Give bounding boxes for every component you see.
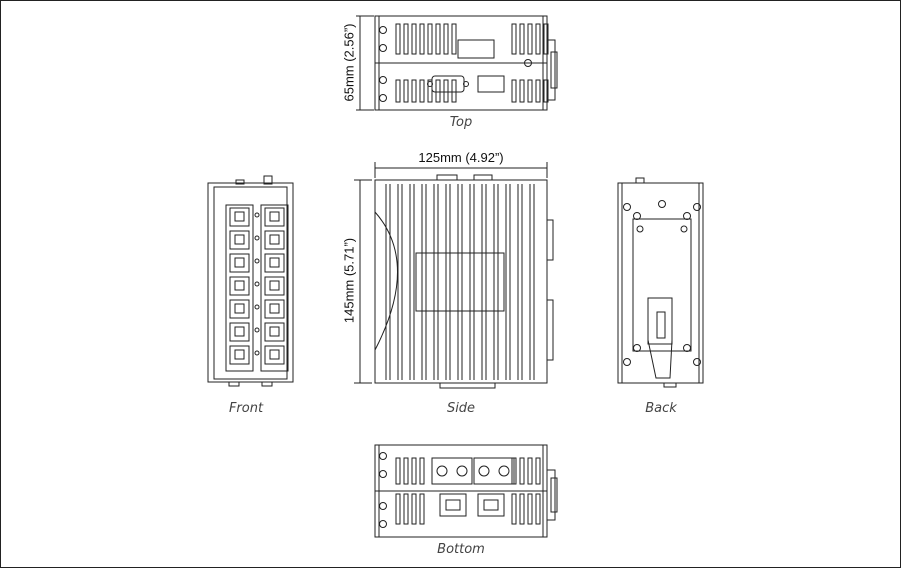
dim-label-125mm: 125mm (4.92”) [418, 150, 504, 165]
vent-slot [427, 23, 433, 55]
vent-slot [395, 23, 401, 55]
rj45-port [264, 230, 285, 250]
rj45-port [229, 345, 250, 365]
vent-slot [511, 457, 517, 485]
vent-slot [519, 79, 525, 103]
vent-slot [411, 457, 417, 485]
dim-label-65mm: 65mm (2.56”) [341, 23, 357, 102]
led-indicator [254, 304, 260, 310]
led-indicator [254, 212, 260, 218]
view-label-side: Side [446, 401, 476, 416]
rj45-port-inner [234, 349, 245, 360]
vent-slot [527, 493, 533, 525]
rj45-port [229, 322, 250, 342]
rj45-port-inner [234, 234, 245, 245]
vent-slot [411, 23, 417, 55]
view-label-back: Back [645, 401, 677, 416]
view-label-front: Front [228, 401, 264, 416]
vent-slot [535, 457, 541, 485]
rj45-port [264, 345, 285, 365]
vent-slot [395, 79, 401, 103]
vent-slot [543, 79, 549, 103]
led-indicator [254, 281, 260, 287]
rj45-port-inner [234, 280, 245, 291]
rj45-port [264, 299, 285, 319]
rj45-port-inner [234, 257, 245, 268]
vent-slot [451, 79, 457, 103]
dim-label-145mm: 145mm (5.71”) [341, 237, 357, 324]
rj45-port [264, 322, 285, 342]
rj45-port [229, 207, 250, 227]
vent-slot [419, 457, 425, 485]
vent-slot [527, 457, 533, 485]
rj45-port [264, 207, 285, 227]
vent-slot [543, 23, 549, 55]
rj45-port [229, 230, 250, 250]
vent-slot [411, 493, 417, 525]
rj45-port [229, 299, 250, 319]
led-indicator [254, 235, 260, 241]
vent-slot [435, 79, 441, 103]
vent-slot [443, 79, 449, 103]
rj45-port [229, 276, 250, 296]
vent-slot [535, 493, 541, 525]
vent-slot [395, 457, 401, 485]
top-view [374, 15, 558, 111]
rj45-port [229, 253, 250, 273]
led-indicator [254, 258, 260, 264]
vent-slot [403, 79, 409, 103]
vent-slot [519, 493, 525, 525]
vent-slot [519, 457, 525, 485]
bottom-view [374, 444, 558, 538]
back-view [617, 177, 704, 388]
rj45-port-inner [269, 303, 280, 314]
vent-slot [527, 23, 533, 55]
vent-slot [451, 23, 457, 55]
vent-slot [419, 79, 425, 103]
vent-slot [403, 457, 409, 485]
rj45-port-inner [269, 349, 280, 360]
rj45-port-inner [234, 303, 245, 314]
rj45-port-inner [269, 280, 280, 291]
vent-slot [403, 493, 409, 525]
vent-slot [519, 23, 525, 55]
led-indicator [254, 350, 260, 356]
vent-slot [535, 79, 541, 103]
rj45-port-inner [234, 211, 245, 222]
vent-slot [395, 493, 401, 525]
view-label-top: Top [449, 115, 473, 130]
vent-slot [511, 23, 517, 55]
front-view [207, 175, 294, 387]
vent-slot [535, 23, 541, 55]
dim-65mm [356, 15, 374, 111]
vent-slot [419, 493, 425, 525]
vent-slot [419, 23, 425, 55]
vent-slot [403, 23, 409, 55]
rj45-port-inner [269, 257, 280, 268]
vent-slot [411, 79, 417, 103]
rj45-port-inner [234, 326, 245, 337]
rj45-port-inner [269, 326, 280, 337]
view-label-bottom: Bottom [437, 542, 485, 557]
vent-slot [511, 79, 517, 103]
rj45-port [264, 276, 285, 296]
led-indicator [254, 327, 260, 333]
rj45-port-inner [269, 211, 280, 222]
rj45-port-inner [269, 234, 280, 245]
vent-slot [427, 79, 433, 103]
dim-125mm [374, 162, 548, 178]
dim-145mm [354, 179, 372, 384]
rj45-port [264, 253, 285, 273]
vent-slot [527, 79, 533, 103]
vent-slot [511, 493, 517, 525]
vent-slot [435, 23, 441, 55]
vent-slot [443, 23, 449, 55]
side-view [374, 174, 554, 389]
